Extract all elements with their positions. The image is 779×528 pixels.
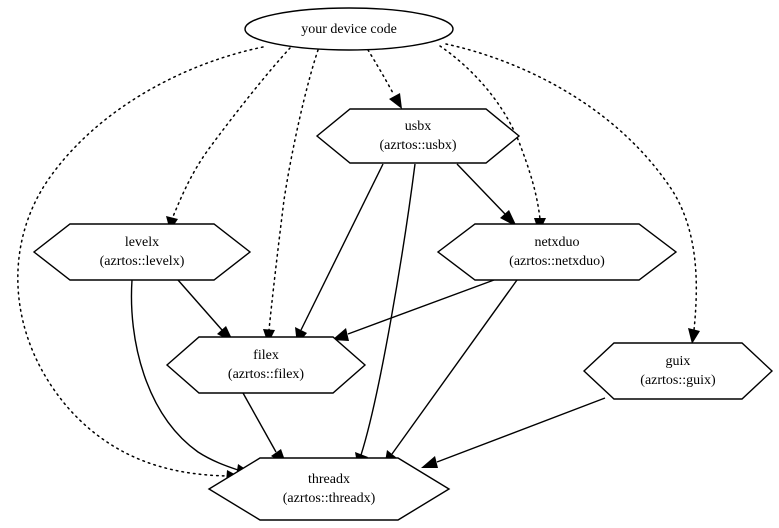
node-usbx-shape (315, 108, 521, 164)
node-filex-shape (165, 336, 367, 394)
edge-usbx-to-threadx (355, 163, 416, 469)
node-usbx-label-line1: usbx (405, 119, 431, 134)
node-filex-label-line1: filex (253, 348, 279, 363)
node-guix-label-line1: guix (666, 354, 691, 369)
node-usbx[interactable]: usbx (azrtos::usbx) (315, 108, 521, 164)
node-threadx-shape (207, 457, 451, 521)
edge-usbx-to-filex (295, 163, 384, 345)
arrowhead-usbx-netxduo (500, 210, 517, 227)
edge-usbx-to-netxduo (456, 163, 517, 227)
node-guix[interactable]: guix (azrtos::guix) (582, 342, 774, 400)
edge-guix-to-threadx (421, 397, 606, 468)
node-usbx-label-line2: (azrtos::usbx) (380, 138, 457, 153)
node-levelx-shape (32, 223, 252, 281)
node-your-device-code[interactable]: your device code (244, 7, 454, 51)
edge-group-solid (130, 163, 606, 477)
edge-device-to-usbx (367, 49, 402, 109)
node-netxduo-label-line1: netxduo (534, 235, 579, 250)
node-threadx-label-line1: threadx (308, 472, 350, 487)
node-levelx-label-line2: (azrtos::levelx) (100, 254, 185, 269)
arrowhead-device-usbx (389, 93, 402, 109)
edge-group-dotted (17, 43, 700, 483)
node-your-device-code-shape (244, 7, 454, 51)
node-threadx-label-line2: (azrtos::threadx) (283, 491, 376, 506)
node-guix-label-line2: (azrtos::guix) (640, 373, 716, 388)
node-threadx[interactable]: threadx (azrtos::threadx) (207, 457, 451, 521)
arrowhead-netxduo-filex (332, 328, 349, 341)
edge-device-to-filex (263, 49, 319, 344)
arrowhead-device-guix (688, 328, 700, 344)
edge-netxduo-to-filex (332, 279, 495, 341)
edge-device-to-guix (445, 43, 700, 344)
edge-device-to-levelx (166, 47, 291, 231)
node-netxduo[interactable]: netxduo (azrtos::netxduo) (436, 223, 678, 281)
node-levelx-label-line1: levelx (125, 235, 159, 250)
node-guix-shape (582, 342, 774, 400)
arrowhead-guix-threadx (421, 456, 438, 468)
node-filex-label-line2: (azrtos::filex) (228, 367, 305, 382)
node-netxduo-shape (436, 223, 678, 281)
node-your-device-code-label: your device code (301, 22, 397, 37)
node-netxduo-label-line2: (azrtos::netxduo) (509, 254, 605, 269)
edge-levelx-to-filex (177, 279, 234, 343)
node-filex[interactable]: filex (azrtos::filex) (165, 336, 367, 394)
node-levelx[interactable]: levelx (azrtos::levelx) (32, 223, 252, 281)
edge-filex-to-threadx (242, 392, 287, 466)
